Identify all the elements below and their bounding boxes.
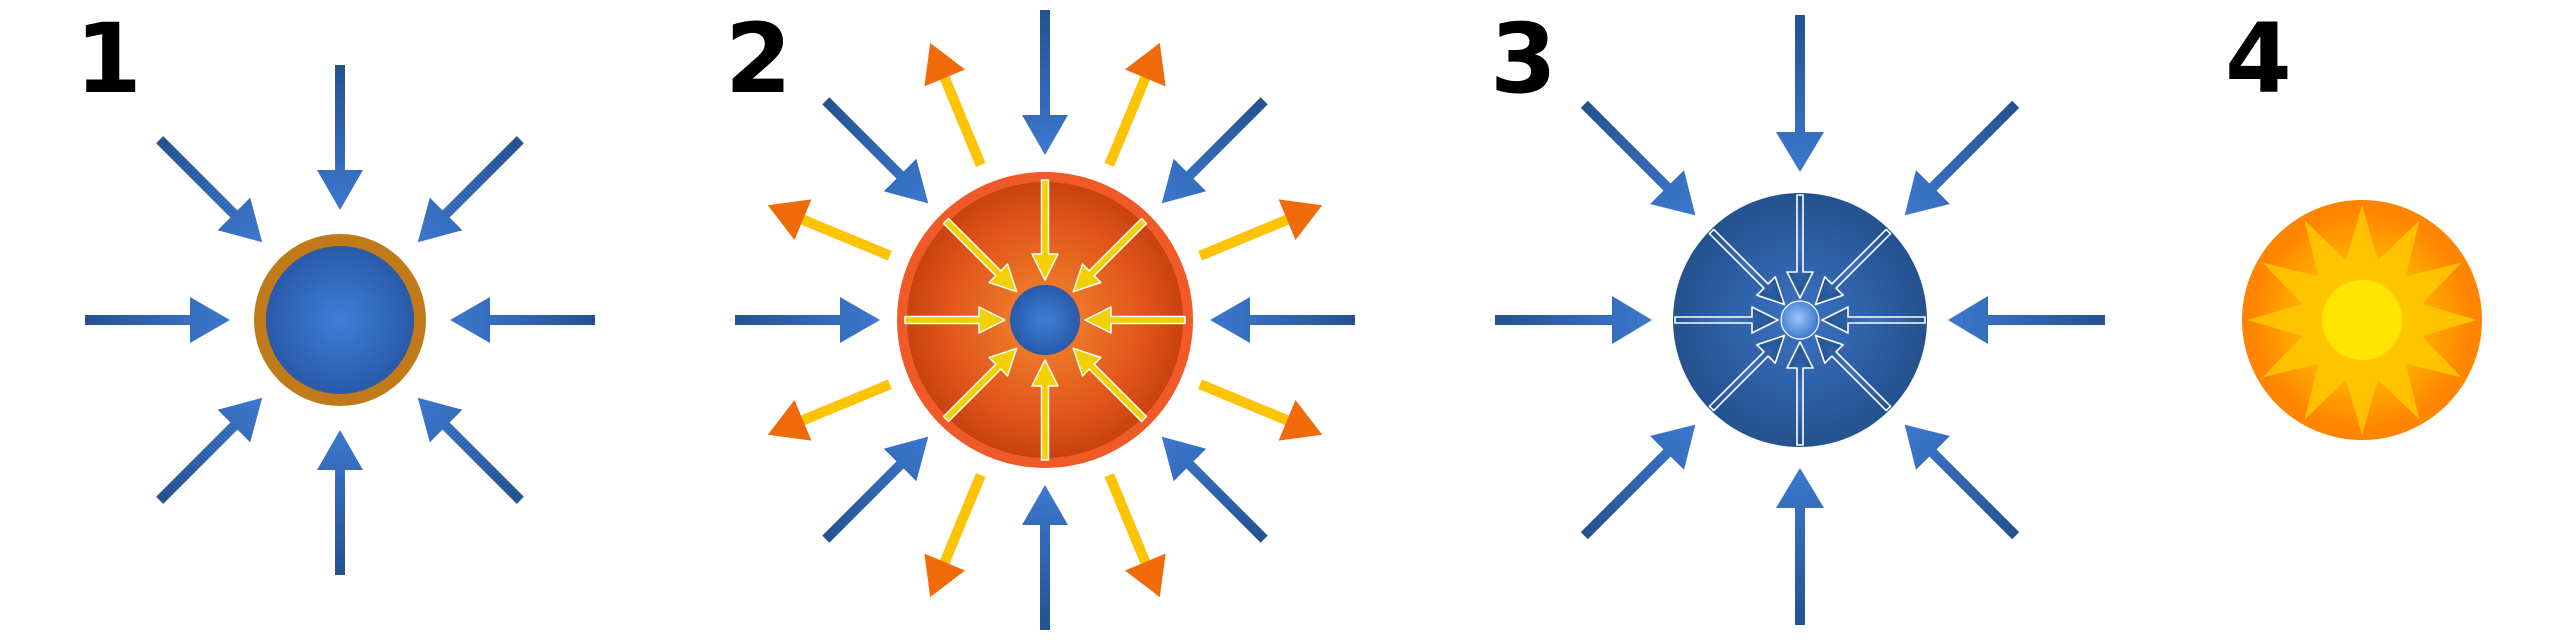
- implosion-arrow-6: [942, 217, 1018, 293]
- ablation-ray-4: [767, 379, 892, 441]
- incoming-arrow-7: [317, 65, 363, 210]
- step-1-panel: [85, 65, 595, 575]
- implosion-arrow-7: [1031, 179, 1059, 281]
- step-4-panel: [2242, 200, 2482, 440]
- compression-arrow-5: [1674, 306, 1779, 334]
- implosion-arrow-3: [1031, 359, 1059, 461]
- compression-arrow-8: [1814, 228, 1892, 306]
- incoming-arrow-4: [822, 436, 929, 543]
- implosion-arrow-2: [1072, 347, 1148, 423]
- ablation-ray-8: [1198, 199, 1323, 261]
- fuel-core: [1010, 285, 1080, 355]
- ablation-ray-7: [1104, 42, 1166, 167]
- incoming-arrow-8: [417, 136, 524, 243]
- step-3-panel: [1495, 15, 2105, 625]
- incoming-arrow-6: [156, 136, 263, 243]
- incoming-arrow-8: [1161, 97, 1268, 204]
- hot-spot: [1780, 300, 1820, 340]
- incoming-arrow-1: [1948, 296, 2105, 344]
- incoming-arrow-8: [1904, 100, 2020, 216]
- step-3-number: 3: [1490, 3, 1557, 115]
- compression-arrow-6: [1708, 228, 1786, 306]
- incoming-arrow-6: [1580, 100, 1696, 216]
- compression-arrow-7: [1786, 194, 1814, 299]
- compression-arrow-3: [1786, 341, 1814, 446]
- incoming-arrow-4: [156, 397, 263, 504]
- implosion-arrow-4: [942, 347, 1018, 423]
- step-4-number: 4: [2225, 3, 2292, 115]
- compression-arrow-1: [1821, 306, 1926, 334]
- compression-arrow-4: [1708, 334, 1786, 412]
- ablation-ray-1: [1198, 379, 1323, 441]
- incoming-arrow-2: [417, 397, 524, 504]
- incoming-arrow-5: [85, 297, 230, 343]
- step-1-number: 1: [75, 3, 142, 115]
- incoming-arrow-3: [317, 430, 363, 575]
- incoming-arrow-5: [735, 297, 880, 343]
- implosion-arrow-1: [1084, 306, 1186, 334]
- step-2-number: 2: [725, 3, 792, 115]
- incoming-arrow-6: [822, 97, 929, 204]
- step-2-panel: [735, 10, 1355, 630]
- incoming-arrow-5: [1495, 296, 1652, 344]
- compression-arrow-2: [1814, 334, 1892, 412]
- implosion-arrow-5: [904, 306, 1006, 334]
- incoming-arrow-3: [1776, 468, 1824, 625]
- incoming-arrow-7: [1776, 15, 1824, 172]
- incoming-arrow-3: [1022, 485, 1068, 630]
- incoming-arrow-7: [1022, 10, 1068, 155]
- burst-center: [2322, 280, 2402, 360]
- incoming-arrow-2: [1161, 436, 1268, 543]
- ablation-ray-5: [767, 199, 892, 261]
- incoming-arrow-4: [1580, 424, 1696, 540]
- ablation-ray-6: [924, 42, 986, 167]
- ablation-ray-2: [1104, 473, 1166, 598]
- ablation-ray-3: [924, 473, 986, 598]
- pellet-core: [266, 246, 414, 394]
- implosion-arrow-8: [1072, 217, 1148, 293]
- incoming-arrow-1: [450, 297, 595, 343]
- incoming-arrow-1: [1210, 297, 1355, 343]
- incoming-arrow-2: [1904, 424, 2020, 540]
